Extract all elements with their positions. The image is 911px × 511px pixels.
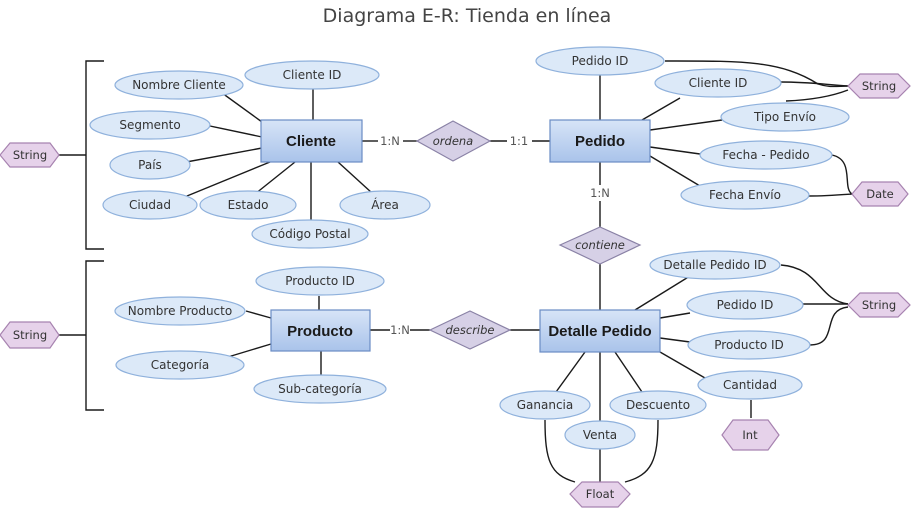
diagram-title: Diagrama E-R: Tienda en línea <box>323 5 612 27</box>
attribute-cliente-id[interactable]: Cliente ID <box>244 60 380 90</box>
type-string-detalle-label: String <box>862 298 896 312</box>
type-string-detalle[interactable]: String <box>847 292 911 318</box>
entity-cliente[interactable]: Cliente <box>260 119 363 163</box>
cardinality-ordena-pedido: 1:1 <box>510 134 529 148</box>
attribute-pais[interactable]: País <box>109 150 191 180</box>
relationship-ordena-label: ordena <box>433 134 473 148</box>
attribute-fecha-envio-label: Fecha Envío <box>709 188 781 202</box>
relationship-contiene-label: contiene <box>575 238 625 252</box>
attribute-estado[interactable]: Estado <box>199 190 297 220</box>
attribute-producto-id[interactable]: Producto ID <box>255 266 385 296</box>
entity-producto[interactable]: Producto <box>270 309 371 352</box>
attribute-codigo-postal-label: Código Postal <box>269 227 350 241</box>
attribute-categoria[interactable]: Categoría <box>115 350 245 380</box>
attribute-detalle-pedido-pedido-id-label: Pedido ID <box>717 298 774 312</box>
attribute-categoria-label: Categoría <box>151 358 209 372</box>
attribute-sub-categoria[interactable]: Sub-categoría <box>253 374 387 404</box>
connector-lines <box>59 60 853 483</box>
attribute-tipo-envio-label: Tipo Envío <box>753 110 816 124</box>
attribute-producto-id-label: Producto ID <box>285 274 355 288</box>
entity-pedido[interactable]: Pedido <box>549 119 651 163</box>
type-string-producto[interactable]: String <box>0 321 60 349</box>
type-date-pedido-label: Date <box>866 187 894 201</box>
type-string-cliente-label: String <box>13 148 47 162</box>
type-float-detalle-label: Float <box>586 487 615 501</box>
relationship-contiene[interactable]: contiene <box>558 226 642 265</box>
attribute-venta[interactable]: Venta <box>564 420 636 450</box>
attribute-cantidad[interactable]: Cantidad <box>697 370 803 400</box>
type-float-detalle[interactable]: Float <box>569 481 631 508</box>
attribute-nombre-producto-label: Nombre Producto <box>128 304 232 318</box>
cardinality-pedido-contiene: 1:N <box>590 186 610 200</box>
entity-detalle-pedido-label: Detalle Pedido <box>548 323 651 340</box>
attribute-cantidad-label: Cantidad <box>723 378 777 392</box>
type-string-pedido-label: String <box>862 79 896 93</box>
attribute-ganancia[interactable]: Ganancia <box>499 390 591 420</box>
attribute-nombre-producto[interactable]: Nombre Producto <box>114 296 246 326</box>
attribute-pedido-cliente-id-label: Cliente ID <box>689 76 748 90</box>
attribute-estado-label: Estado <box>228 198 269 212</box>
attribute-pedido-cliente-id[interactable]: Cliente ID <box>654 68 782 98</box>
entity-detalle-pedido[interactable]: Detalle Pedido <box>539 309 661 353</box>
attribute-fecha-pedido-label: Fecha - Pedido <box>722 148 809 162</box>
attribute-ciudad[interactable]: Ciudad <box>102 190 198 220</box>
attribute-pedido-id[interactable]: Pedido ID <box>535 46 665 76</box>
cardinality-producto-describe: 1:N <box>390 323 410 337</box>
attribute-detalle-pedido-producto-id-label: Producto ID <box>714 338 784 352</box>
attribute-area[interactable]: Área <box>339 190 431 220</box>
type-string-pedido[interactable]: String <box>847 73 911 99</box>
type-string-producto-label: String <box>13 328 47 342</box>
attribute-ciudad-label: Ciudad <box>129 198 171 212</box>
relationship-ordena[interactable]: ordena <box>415 120 492 162</box>
type-int-cantidad-label: Int <box>742 428 758 442</box>
attribute-codigo-postal[interactable]: Código Postal <box>251 219 369 249</box>
attribute-tipo-envio[interactable]: Tipo Envío <box>720 102 850 132</box>
attribute-detalle-pedido-pedido-id[interactable]: Pedido ID <box>686 290 804 320</box>
attribute-area-label: Área <box>371 197 399 212</box>
attribute-descuento[interactable]: Descuento <box>609 390 707 420</box>
cardinality-cliente-ordena: 1:N <box>380 134 400 148</box>
attribute-fecha-envio[interactable]: Fecha Envío <box>680 180 810 210</box>
attribute-detalle-pedido-id[interactable]: Detalle Pedido ID <box>649 250 781 280</box>
attribute-nombre-cliente[interactable]: Nombre Cliente <box>114 70 244 100</box>
attribute-pais-label: País <box>138 158 162 172</box>
attribute-detalle-pedido-id-label: Detalle Pedido ID <box>663 258 766 272</box>
entity-producto-label: Producto <box>287 323 353 340</box>
attribute-segmento[interactable]: Segmento <box>89 110 211 140</box>
attribute-detalle-pedido-producto-id[interactable]: Producto ID <box>687 330 811 360</box>
attribute-sub-categoria-label: Sub-categoría <box>278 382 362 396</box>
attribute-ganancia-label: Ganancia <box>517 398 574 412</box>
attribute-pedido-id-label: Pedido ID <box>572 54 629 68</box>
attribute-fecha-pedido[interactable]: Fecha - Pedido <box>699 140 833 170</box>
attribute-nombre-cliente-label: Nombre Cliente <box>132 78 226 92</box>
type-int-cantidad[interactable]: Int <box>721 419 780 451</box>
entity-pedido-label: Pedido <box>575 133 625 150</box>
entity-cliente-label: Cliente <box>286 133 336 150</box>
attribute-descuento-label: Descuento <box>626 398 690 412</box>
type-date-pedido[interactable]: Date <box>851 181 909 207</box>
attribute-cliente-id-label: Cliente ID <box>283 68 342 82</box>
type-string-cliente[interactable]: String <box>0 142 60 168</box>
relationship-describe[interactable]: describe <box>428 310 512 350</box>
attribute-venta-label: Venta <box>583 428 617 442</box>
relationship-describe-label: describe <box>446 323 495 337</box>
attribute-segmento-label: Segmento <box>119 118 180 132</box>
